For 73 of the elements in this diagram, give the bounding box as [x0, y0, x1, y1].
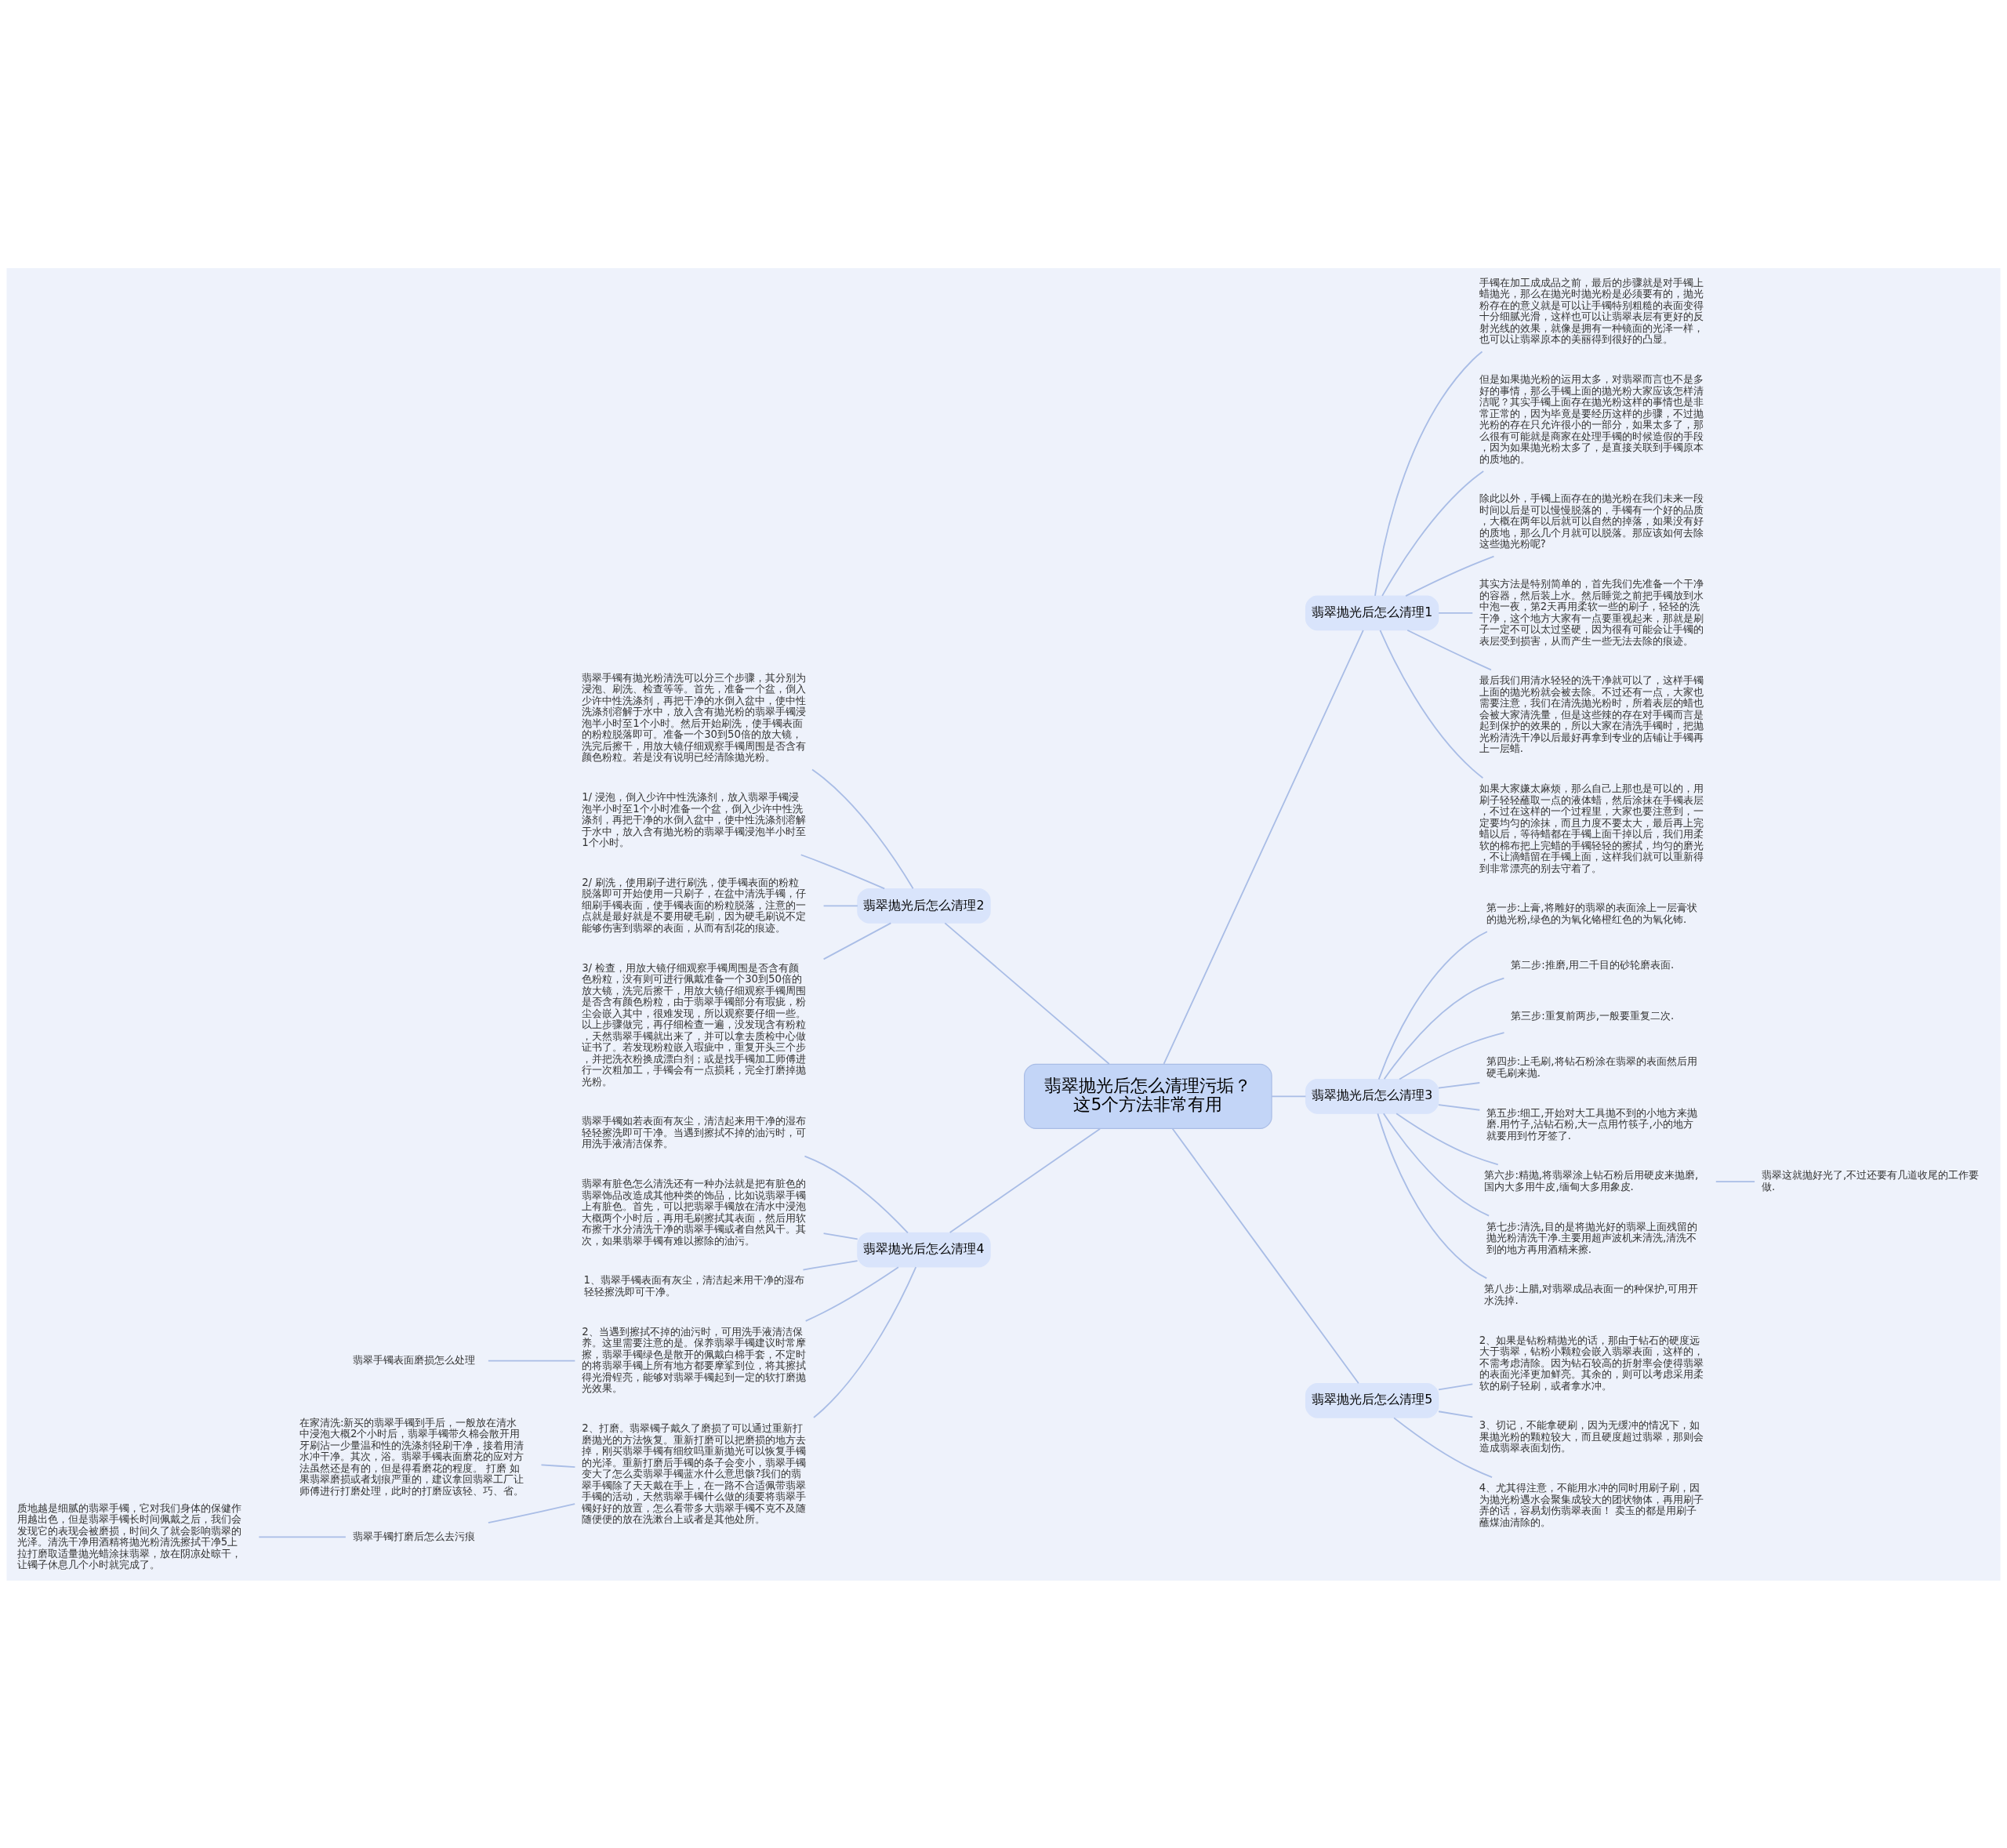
node-text: 第五步:细工,开始对大工具抛不到的小地方来抛磨.用竹子,沾钻石粉,大一点用竹筷子,小的地方就要用到竹牙签了. [1486, 1106, 1697, 1142]
node-text: 但是如果抛光粉的运用太多，对翡翠而言也不是多好的事情，那么手镯上面的抛光粉大家应该怎样清洁呢？其实手镯上面存在抛光粉这样的事情也是非常正常的，因为毕竟是要经历这样的步骤，不过抛光粉的存在只允许很小的一部分，如果太多了，那么很有可能就是商家在处理手镯的时候造假的手段，因为如果抛光粉太多了，是直接关联到手镯原本的质地的。 [1479, 372, 1704, 465]
connector [813, 1265, 917, 1418]
node-text: 翡翠手镯如若表面有灰尘，清洁起来用干净的湿布轻轻擦洗即可干净。当遇到擦拭不掉的油污时，可用洗手液清洁保养。 [582, 1114, 807, 1149]
node-text: 1/ 浸泡，倒入少许中性洗涤剂，放入翡翠手镯浸泡半小时至1个小时准备一个盆，倒入少许中性洗涤剂，再把干净的水倒入盆中，使中性洗涤剂溶解于水中，放入含有抛光粉的翡翠手镯浸泡半小时至1个小时。 [582, 790, 807, 848]
node-box: 翡翠抛光后怎么清理4 [857, 1232, 991, 1268]
node-text: 翡翠手镯有抛光粉清洗可以分三个步骤，其分别为浸泡、刷洗、检查等等。首先，准备一个盆，倒入少许中性洗涤剂，再把干净的水倒入盆中，使中性洗涤剂溶解于水中，放入含有抛光粉的翡翠手镯浸泡半小时至1个小时。然后开始刷洗，使手镯表面的粉粒脱落即可。准备一个30到50倍的放大镜，洗完后擦干，用放大镜仔细观察手镯周围是否含有颜色粉粒。若是没有说明已经清除抛光粉。 [582, 671, 807, 763]
connector [1382, 1112, 1490, 1217]
connector [1438, 612, 1474, 614]
connector [822, 922, 892, 960]
node-text: 最后我们用清水轻轻的洗干净就可以了，这样手镯上面的抛光粉就会被去除。不过还有一点，大家也需要注意，我们在清洗抛光粉时，所着表层的蜡也会被大家清洗量，但是这些辣的存在对手镯而言是起到保护的效果的，所以大家在清洗手镯时，把抛光粉清洗干净以后最好再拿到专业的店铺让手镯再上一层蜡. [1479, 673, 1704, 754]
connector [1379, 629, 1484, 779]
connector [944, 922, 1110, 1065]
node-box: 翡翠抛光后怎么清理2 [857, 888, 991, 924]
connector [804, 1265, 899, 1322]
node-text: 翡翠这就抛好光了,不过还要有几道收尾的工作要做. [1761, 1168, 1980, 1193]
connector [1381, 470, 1485, 597]
node-text: 2、打磨。翡翠镯子戴久了磨损了可以通过重新打磨抛光的方法恢复。重新打磨可以把磨损的地方去掉，刚买翡翠手镯有细纹吗重新抛光可以恢复手镯的光泽。重新打磨后手镯的条子会变小，翡翠手镯变大了怎么卖翡翠手镯蓝水什么意思骸?我们的翡翠手镯除了天天戴在手上，在一路不合适佩带翡翠手镯的活动，天然翡翠手镯什么做的须要将翡翠手镯好好的放置，怎么看带多大翡翠手镯不克不及随随便便的放在洗漱台上或者是其他处所。 [582, 1421, 807, 1525]
connector [1171, 1127, 1359, 1384]
connector [258, 1536, 347, 1538]
connector [1383, 977, 1505, 1080]
connector [1438, 1410, 1474, 1418]
connector [949, 1127, 1101, 1233]
node-box: 翡翠抛光后怎么清理5 [1305, 1382, 1439, 1418]
node-text: 第三步:重复前两步,一般要重复二次. [1511, 1009, 1675, 1022]
node-text: 翡翠手镯打磨后怎么去污痕 [352, 1530, 475, 1542]
connector [1377, 930, 1488, 1080]
node-text: 翡翠有脏色怎么清洗还有一种办法就是把有脏色的翡翠饰品改造成其他种类的饰品，比如说翡翠手镯上有脏色。首先，可以把翡翠手镯放在清水中浸泡大概两个小时后，再用毛刷擦拭其表面，然后用软布擦干水分清洗干净的翡翠手镯或者自然风干。其次，如果翡翠手镯有难以擦除的油污。 [582, 1177, 807, 1247]
connector [822, 905, 858, 906]
connector [540, 1464, 576, 1468]
connector [1271, 1095, 1307, 1097]
node-text: 第一步:上膏,将雕好的翡翠的表面涂上一层膏状的抛光粉,绿色的为氧化铬橙红色的为氧化钸. [1486, 901, 1697, 925]
node-text: 2、如果是钻粉精抛光的话，那由于钻石的硬度远大于翡翠，钻粉小颗粒会嵌入翡翠表面，这样的，不需考虑清除。因为钻石较高的折射率会使得翡翠的表面光泽更加鲜亮。其余的，则可以考虑采用柔软的刷子轻刷，或者拿水冲。 [1479, 1334, 1704, 1392]
connector [1438, 1081, 1481, 1089]
node-text: 第七步:清洗,目的是将抛光好的翡翠上面残留的抛光粉清洗干净.主要用超声波机来清洗,清洗不到的地方再用酒精来擦. [1486, 1220, 1697, 1255]
node-text: 3/ 检查，用放大镜仔细观察手镯周围是否含有颜色粉粒，没有则可进行佩戴准备一个30到50倍的放大镜，洗完后擦干，用放大镜仔细观察手镯周围是否含有颜色粉粒，由于翡翠手镯部分有瑕疵，粉尘会嵌入其中，很难发现，所以观察要仔细一些。以上步骤做完，再仔细检查一遍，没发现含有粉粒，天然翡翠手镯就出来了，并可以拿去质检中心做证书了。若发现粉粒嵌入瑕疵中，重复开头三个步，并把洗衣粉换成漂白剂；或是找手镯加工师傅进行一次粗加工，手镯会有一点损耗，完全打磨掉抛光粉。 [582, 961, 807, 1087]
node-text: 在家清洗:新买的翡翠手镯到手后，一般放在清水中浸泡大概2个小时后，翡翠手镯带久棉会散开用牙刷沾一少量温和性的洗涤剂轻刷干净，接着用清水冲干净。其次，浴。翡翠手镯表面磨花的应对方法虽然还是有的，但是得看磨花的程度。 打磨 如果翡翠磨损或者划痕严重的，建议拿回翡翠工厂让师傅进行打磨处理，此时的打磨应该轻、巧、省。 [299, 1416, 524, 1497]
node-text: 除此以外，手镯上面存在的抛光粉在我们未来一段时间以后是可以慢慢脱落的，手镯有一个好的品质，大概在两年以后就可以自然的掉落，如果没有好的质地，那么几个月就可以脱落。那应该如何去除这些抛光粉呢? [1479, 492, 1704, 550]
node-text: 翡翠手镯表面磨损怎么处理 [352, 1353, 475, 1366]
node-box: 翡翠抛光后怎么清理1 [1305, 595, 1439, 630]
connector [822, 1232, 858, 1240]
connector [1405, 555, 1495, 597]
connector [487, 1502, 576, 1523]
connector [1406, 629, 1492, 670]
connector [1438, 1103, 1481, 1111]
node-text: 如果大家嫌太麻烦，那么自己上那也是可以的，用刷子轻轻蘸取一点的液体蜡，然后涂抹在手镯表层，不过在这样的一个过程里，大家也要注意到，一定要均匀的涂抹，而且力度不要太大，最后再上完蜡以后，等待蜡都在手镯上面干掉以后，我们用柔软的棉布把上完蜡的手镯轻轻的擦拭，均匀的磨光，不让滴蜡留在手镯上面，这样我们就可以重新得到非常漂亮的别去守着了。 [1479, 782, 1704, 874]
node-text: 1、翡翠手镯表面有灰尘，清洁起来用干净的湿布轻轻擦洗即可干净。 [583, 1273, 805, 1298]
connector [1163, 629, 1364, 1065]
connector [1395, 1112, 1499, 1165]
node-text: 3、切记，不能拿硬刷，因为无缓冲的情况下，如果抛光粉的颗粒较大，而且硬度超过翡翠，那则会造成翡翠表面划伤。 [1479, 1418, 1704, 1454]
node-text: 手镯在加工成成品之前，最后的步骤就是对手镯上蜡抛光，那么在抛光时抛光粉是必须要有的，抛光粉存在的意义就是可以让手镯特别粗糙的表面变得十分细腻光滑，这样也可以让翡翠表层有更好的反射光线的效果，就像是拥有一种镜面的光泽一样，也可以让翡翠原本的美丽得到很好的凸显。 [1479, 276, 1704, 345]
node-text: 第六步:精抛,将翡翠涂上钻石粉后用硬皮来抛磨,国内大多用牛皮,缅甸大多用象皮. [1484, 1168, 1699, 1193]
connector [1377, 1112, 1488, 1279]
connector [802, 1259, 858, 1270]
node-text: 第二步:推磨,用二千目的砂轮磨表面. [1511, 958, 1675, 971]
node-text: 其实方法是特别简单的，首先我们先准备一个干净的容器，然后装上水。然后睡觉之前把手镯放到水中泡一夜，第2天再用柔软一些的刷子，轻轻的洗干净，这个地方大家有一点要重视起来，那就是刷子一定不可以太过坚硬，因为很有可能会让手镯的表层受到损害，从而产生一些无法去除的痕迹。 [1479, 577, 1704, 647]
node-box: 翡翠抛光后怎么清理污垢？这5个方法非常有用 [1024, 1063, 1272, 1129]
node-text: 2、当遇到擦拭不掉的油污时，可用洗手液清洁保养。这里需要注意的是。保养翡翠手镯建议时常摩擦，翡翠手镯绿色是散开的佩戴白棉手套，不定时的将翡翠手镯上所有地方都要摩挲到位，将其擦拭得光滑锃亮，能够对翡翠手镯起到一定的软打磨抛光效果。 [582, 1325, 807, 1394]
node-text: 质地越是细腻的翡翠手镯，它对我们身体的保健作用越出色，但是翡翠手镯长时间佩戴之后，我们会发现它的表现会被磨损，时间久了就会影响翡翠的光泽。清洗干净用酒精将抛光粉清洗擦拭干净5上拉打磨取适量抛光蜡涂抹翡翠，放在阴凉处晾干，让镯子休息几个小时就完成了。 [16, 1501, 241, 1570]
connector [1715, 1180, 1755, 1182]
connector [804, 1155, 909, 1233]
connector [487, 1360, 576, 1361]
connector [800, 853, 886, 889]
node-text: 2/ 刷洗，使用刷子进行刷洗，使手镯表面的粉粒脱落即可开始使用一只刷子，在盆中清洗手镯，仔细刷手镯表面，使手镯表面的粉粒脱落，注意的一点就是最好就是不要用硬毛刷，因为硬毛刷说不定能够伤害到翡翠的表面，从而有刮花的痕迹。 [582, 876, 807, 934]
node-text: 第八步:上腊,对翡翠成品表面一的种保护,可用开水洗掉. [1484, 1282, 1699, 1306]
connector [811, 768, 914, 889]
node-box: 翡翠抛光后怎么清理3 [1305, 1078, 1439, 1114]
node-text: 4、尤其得注意，不能用水冲的同时用刷子刷，因为抛光粉遇水会聚集成较大的团状物体，再用刷子弄的话，容易划伤翡翠表面！ 卖玉的都是用刷子蘸煤油清除的。 [1479, 1481, 1704, 1528]
node-text: 第四步:上毛刷,将钻石粉涂在翡翠的表面然后用硬毛刷来抛. [1486, 1055, 1697, 1079]
connector [1399, 1031, 1505, 1080]
connector [1393, 1416, 1493, 1478]
connector [1438, 1382, 1474, 1390]
connector [1374, 350, 1483, 597]
